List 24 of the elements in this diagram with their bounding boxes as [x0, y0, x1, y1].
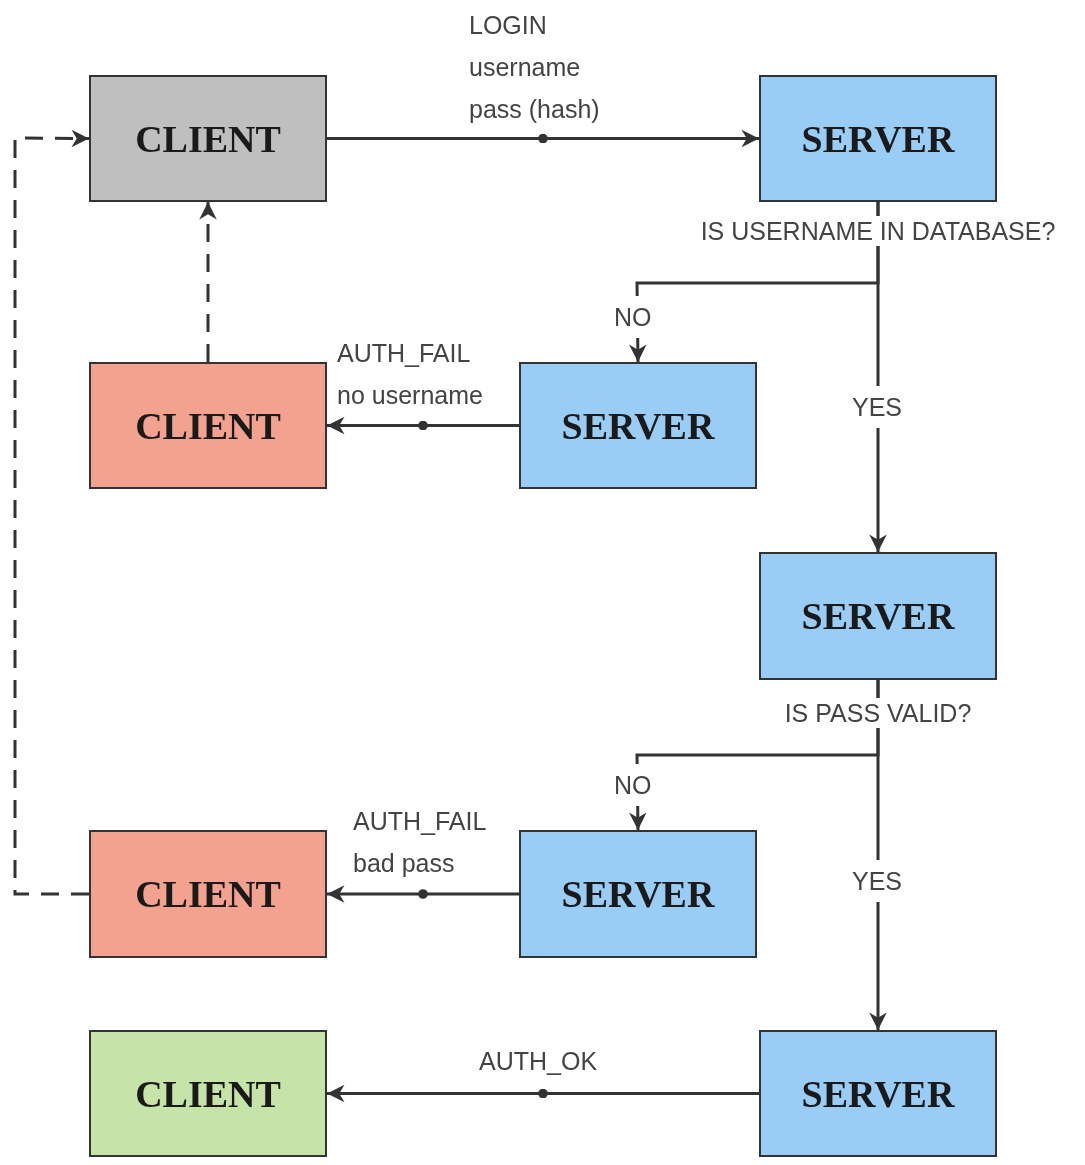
process-box — [759, 1030, 997, 1157]
box-title: SERVER — [561, 872, 715, 916]
process-box — [89, 362, 327, 489]
box-title: CLIENT — [135, 872, 281, 916]
process-box — [759, 552, 997, 680]
box-title: CLIENT — [135, 116, 281, 161]
arrow — [327, 417, 519, 435]
process-box — [89, 75, 327, 202]
box-title: CLIENT — [135, 1071, 281, 1116]
box-title: CLIENT — [135, 403, 281, 448]
process-box — [759, 75, 997, 202]
arrow — [327, 1084, 759, 1103]
box-title: SERVER — [801, 594, 955, 638]
process-box — [519, 830, 757, 958]
box-title: SERVER — [801, 116, 955, 161]
process-box — [89, 1030, 327, 1157]
arrow — [199, 202, 217, 362]
arrow — [13, 129, 89, 896]
box-title: SERVER — [801, 1071, 955, 1116]
box-title: SERVER — [561, 403, 715, 448]
process-box — [89, 830, 327, 958]
arrow — [327, 129, 759, 148]
process-box — [519, 362, 757, 489]
arrow — [327, 885, 519, 903]
